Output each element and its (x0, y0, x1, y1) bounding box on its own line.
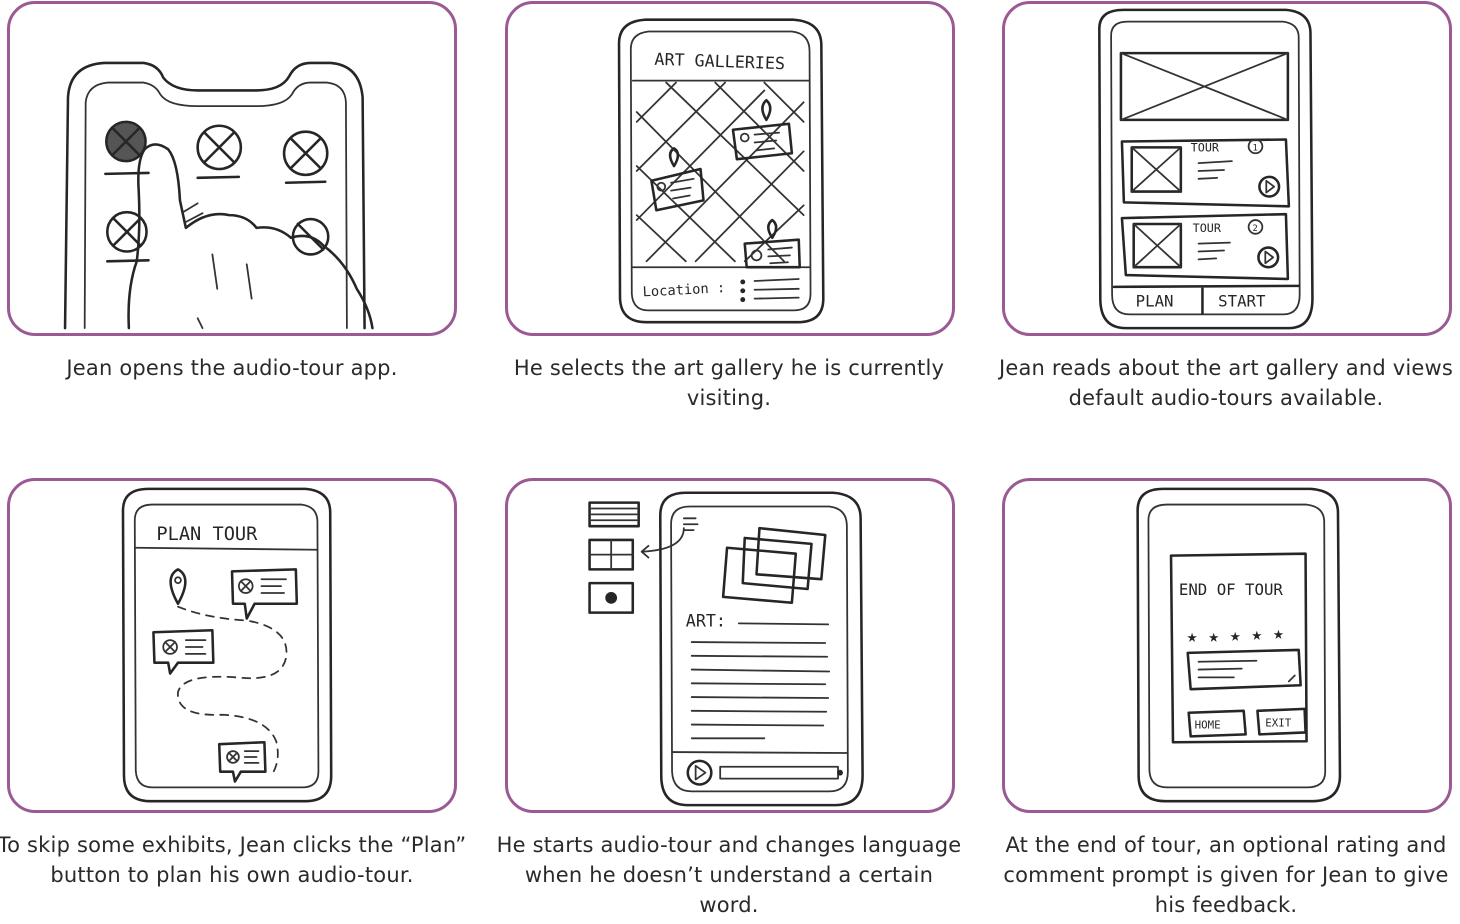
language-flags[interactable] (588, 501, 640, 614)
storyboard-panel-1 (7, 1, 457, 336)
caption-1: Jean opens the audio-tour app. (66, 356, 398, 380)
plan-tour-title: PLAN TOUR (156, 524, 258, 545)
svg-text:EXIT: EXIT (1265, 717, 1292, 730)
plan-button[interactable]: PLAN (1136, 291, 1174, 310)
svg-text:★: ★ (1252, 625, 1263, 645)
sketch-plan-tour: PLAN TOUR (121, 487, 333, 803)
tour-1-label: TOUR (1191, 140, 1220, 154)
art-label: ART: (686, 611, 726, 630)
svg-text:★: ★ (1273, 624, 1284, 644)
svg-text:1: 1 (1253, 143, 1258, 153)
location-label: Location : (642, 280, 725, 300)
end-of-tour-title: END OF TOUR (1179, 580, 1284, 599)
menu-icon[interactable] (682, 517, 699, 531)
caption-2: He selects the art gallery he is current… (513, 356, 945, 410)
sketch-gallery-detail: TOUR 1 TOUR 2 PLAN START (1098, 8, 1314, 330)
svg-text:★: ★ (1208, 627, 1219, 647)
comment-field[interactable] (1186, 648, 1302, 691)
storyboard-panel-3: TOUR 1 TOUR 2 PLAN START (1002, 1, 1452, 336)
svg-text:2: 2 (1253, 224, 1258, 234)
storyboard-panel-5: ART: (505, 478, 955, 813)
play-icon[interactable] (686, 759, 713, 786)
storyboard-panel-2: ART GALLERIES Location : (505, 1, 955, 336)
caption-3: Jean reads about the art gallery and vie… (998, 356, 1454, 410)
exit-button[interactable]: EXIT (1256, 707, 1307, 736)
storyboard-panel-6: END OF TOUR ★ ★ ★ ★ ★ HOME EXIT (1002, 478, 1452, 813)
exhibit-bubble-1[interactable] (230, 568, 299, 620)
rating-stars[interactable]: ★ ★ ★ ★ ★ (1187, 624, 1284, 647)
play-tour-2-icon[interactable] (1257, 246, 1280, 269)
gallery-pin-2[interactable] (731, 98, 794, 161)
exhibit-bubble-3[interactable] (217, 740, 267, 783)
svg-text:HOME: HOME (1195, 718, 1221, 731)
start-button[interactable]: START (1218, 291, 1266, 310)
caption-6: At the end of tour, an optional rating a… (1003, 833, 1449, 917)
play-tour-1-icon[interactable] (1258, 175, 1281, 198)
sketch-app-home-grid (63, 61, 374, 330)
gallery-pin-1[interactable] (650, 147, 705, 212)
home-button[interactable]: HOME (1187, 709, 1247, 738)
gallery-pin-3[interactable] (743, 218, 802, 269)
tour-2-label: TOUR (1193, 221, 1222, 235)
audio-progress-bar[interactable] (719, 765, 839, 780)
sketch-end-of-tour: END OF TOUR ★ ★ ★ ★ ★ HOME EXIT (1136, 487, 1342, 803)
svg-text:★: ★ (1187, 627, 1198, 647)
sketch-audio-player: ART: (588, 491, 864, 807)
art-galleries-title: ART GALLERIES (654, 50, 785, 74)
svg-text:★: ★ (1230, 626, 1241, 646)
caption-4: To skip some exhibits, Jean clicks the “… (0, 833, 467, 887)
sketch-gallery-map: ART GALLERIES Location : (617, 18, 825, 324)
storyboard-panel-4: PLAN TOUR (7, 478, 457, 813)
caption-5: He starts audio-tour and changes languag… (496, 833, 962, 917)
exhibit-bubble-2[interactable] (152, 629, 215, 675)
